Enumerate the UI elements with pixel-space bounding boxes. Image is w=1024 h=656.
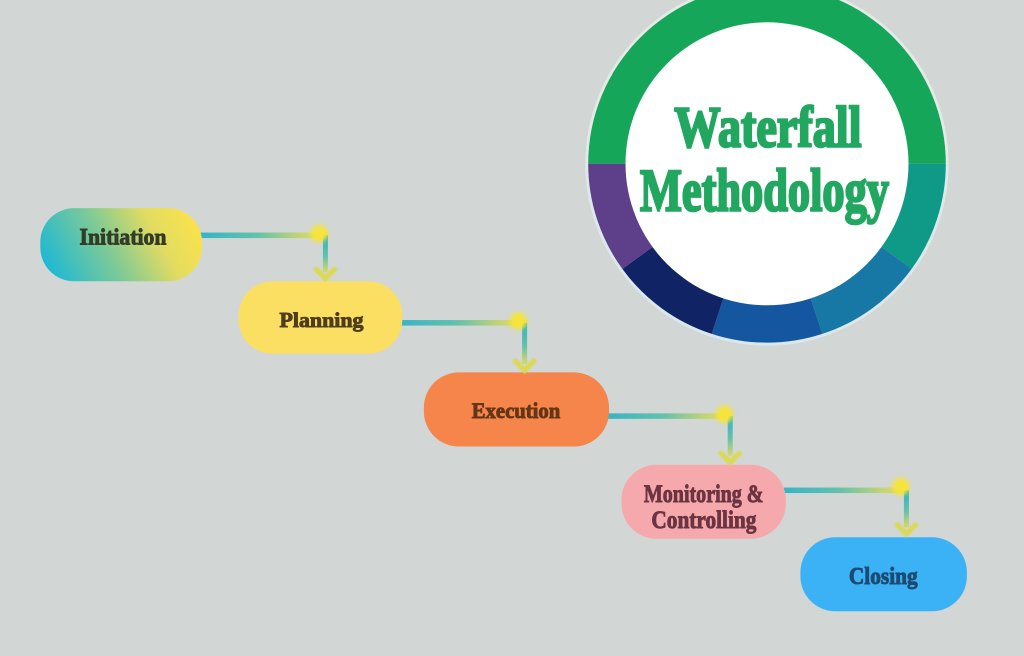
svg-text:Initiation: Initiation bbox=[80, 224, 167, 250]
svg-text:Monitoring &: Monitoring & bbox=[644, 479, 764, 508]
svg-text:Waterfall: Waterfall bbox=[674, 95, 861, 160]
svg-text:Closing: Closing bbox=[849, 564, 918, 590]
svg-text:Controlling: Controlling bbox=[651, 505, 756, 534]
svg-text:Execution: Execution bbox=[472, 398, 561, 423]
svg-text:Methodology: Methodology bbox=[640, 157, 889, 223]
svg-text:Planning: Planning bbox=[280, 308, 364, 332]
